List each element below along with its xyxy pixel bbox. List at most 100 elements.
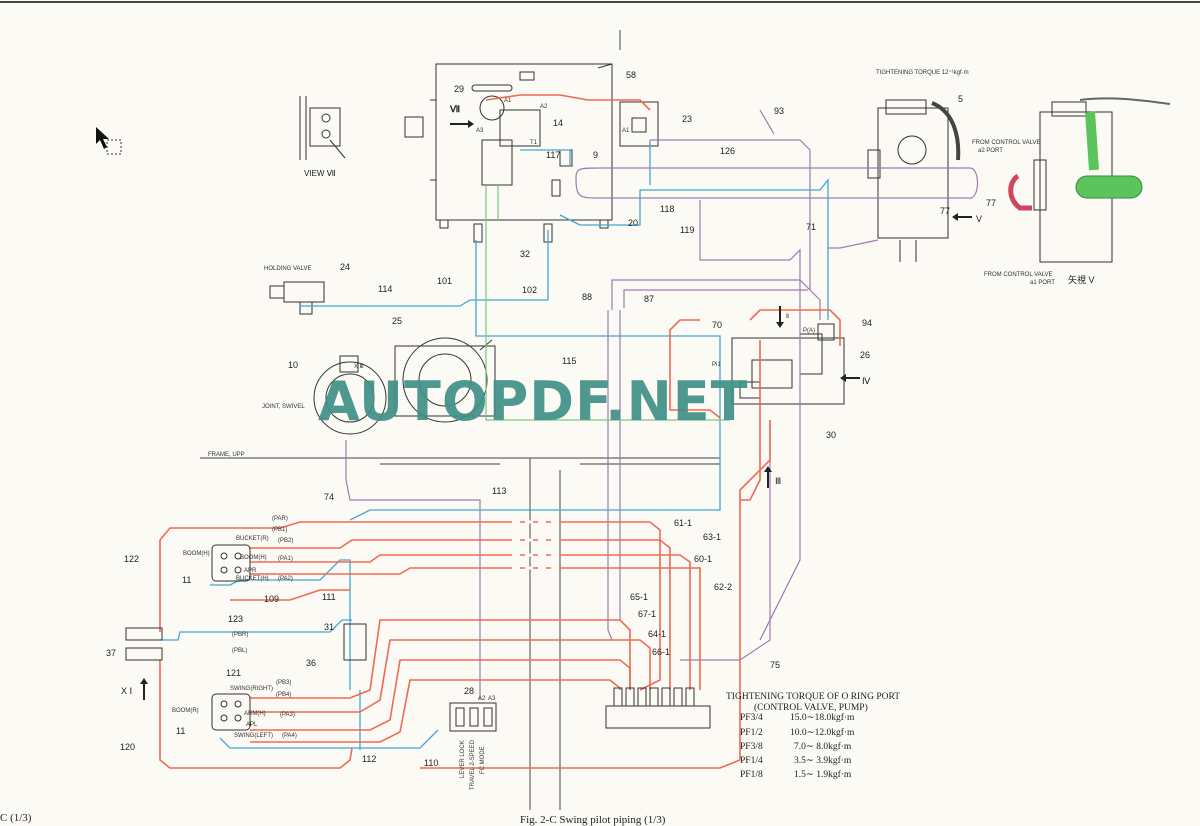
torque-row-4-value: 3.5∼ 3.9kgf·m — [794, 755, 852, 766]
port-a3-28: A3 — [488, 696, 496, 702]
part-126: 126 — [720, 146, 735, 156]
part-63-1: 63-1 — [703, 532, 721, 542]
travel-2speed-label: TRAVEL 2-SPEED — [470, 739, 476, 790]
part-87: 87 — [644, 294, 654, 304]
view-v-label: 矢視 V — [1068, 274, 1095, 285]
fc-mode-label: FC MODE — [480, 746, 486, 774]
torque-row-1-port: PF3/4 — [740, 713, 763, 723]
part-77-a: 77 — [940, 206, 950, 216]
upper-frame-assembly — [404, 63, 613, 243]
part-58: 58 — [626, 70, 636, 80]
control-valve-26 — [731, 323, 845, 405]
part-121: 121 — [226, 668, 241, 678]
from-cv-a1-line1: FROM CONTROL VALVE — [984, 272, 1053, 278]
part-67-1: 67-1 — [638, 609, 656, 619]
part-60-1: 60-1 — [694, 554, 712, 564]
blue-pilot-lines — [160, 140, 829, 750]
joint-swivel-label: JOINT, SWIVEL — [262, 404, 305, 410]
part-26: 26 — [860, 350, 870, 360]
torque-row-3-port: PF3/8 — [740, 742, 763, 752]
part-14: 14 — [553, 118, 563, 128]
xi-marker: X Ⅰ — [121, 686, 132, 696]
part-23: 23 — [682, 114, 692, 124]
part-36: 36 — [306, 658, 316, 668]
view-arrows — [140, 120, 972, 700]
pb3-label: (PB3) — [276, 680, 291, 686]
part-20: 20 — [628, 218, 638, 228]
component-23-block — [619, 101, 659, 147]
valve-block-28 — [449, 702, 497, 732]
pilot-valve-boom-h — [211, 544, 251, 582]
vii-marker: Ⅶ — [449, 104, 460, 114]
part-75: 75 — [770, 660, 780, 670]
part-32: 32 — [520, 249, 530, 259]
pa3-label: (PA3) — [280, 712, 295, 718]
holding-valve — [269, 281, 325, 315]
dashed-crossings — [512, 520, 560, 570]
torque-row-5-value: 1.5∼ 1.9kgf·m — [794, 769, 852, 780]
port-a2-top: A2 — [540, 104, 548, 110]
torque-row-3-value: 7.0∼ 8.0kgf·m — [794, 741, 852, 752]
part-11-a: 11 — [182, 575, 191, 585]
part-102: 102 — [522, 285, 537, 295]
view-vii-label: VIEW Ⅶ — [304, 169, 336, 178]
shuttle-valve-31 — [343, 623, 367, 661]
arm-h-label: ARM(H) — [244, 711, 266, 717]
part-9: 9 — [593, 150, 598, 160]
part-122: 122 — [124, 554, 139, 564]
bucket-h-label: BUCKET(H) — [236, 576, 269, 582]
part-118: 118 — [660, 204, 674, 214]
part-117: 117 — [546, 150, 560, 160]
part-74: 74 — [324, 492, 334, 502]
pb1-label: (PB1) — [272, 527, 287, 533]
part-77-b: 77 — [986, 198, 996, 208]
torque-table-title-2: (CONTROL VALVE, PUMP) — [754, 702, 868, 713]
part-64-1: 64-1 — [648, 629, 666, 639]
torque-row-5-port: PF1/8 — [740, 770, 763, 780]
pressure-switch-manifold — [605, 687, 711, 729]
pbl-label: (PBL) — [232, 648, 247, 654]
part-5: 5 — [958, 94, 963, 104]
part-94: 94 — [862, 318, 872, 328]
pilot-valve-boom-r — [211, 693, 251, 731]
pa-port-label: P(A) — [803, 328, 815, 334]
port-t1: T1 — [530, 140, 538, 146]
part-114: 114 — [378, 284, 392, 294]
swing-left-label: SWING(LEFT) — [234, 733, 273, 739]
bucket-r-label: BUCKET(R) — [236, 536, 269, 542]
v-marker: V — [976, 214, 982, 224]
part-61-1: 61-1 — [674, 518, 692, 528]
pa1-label: (PA1) — [278, 556, 293, 562]
part-10: 10 — [288, 360, 298, 370]
iii-marker: Ⅲ — [775, 476, 781, 486]
view-vii-sketch — [299, 96, 346, 160]
lever-lock-label: LEVER LOCK — [460, 740, 466, 778]
part-25: 25 — [392, 316, 402, 326]
swing-right-label: SWING(RIGHT) — [230, 686, 273, 692]
pa4-label: (PA4) — [282, 733, 297, 739]
torque-row-1-value: 15.0∼18.0kgf·m — [790, 712, 855, 723]
pb4-label: (PB4) — [276, 692, 291, 698]
part-123: 123 — [228, 614, 243, 624]
part-11-b: 11 — [176, 726, 185, 736]
torque-row-4-port: PF1/4 — [740, 756, 763, 766]
from-cv-a2-line1: FROM CONTROL VALVE — [972, 140, 1041, 146]
part-93: 93 — [774, 106, 784, 116]
tightening-torque-top: TIGHTENING TORQUE 12⁺¹kgf·m — [876, 69, 969, 76]
swivel-joint-and-swing-motor — [313, 337, 496, 435]
pi1-port-label: Pi1 — [712, 362, 721, 368]
from-cv-a2-line2: a2 PORT — [978, 148, 1003, 154]
apl-label: APL — [246, 722, 258, 728]
part-65-1: 65-1 — [630, 592, 648, 602]
part-115: 115 — [562, 356, 576, 366]
watermark-text: AUTOPDF.NET — [318, 370, 749, 433]
xiii-marker: X Ⅲ — [354, 364, 364, 370]
page-ref: C (1/3) — [0, 812, 32, 824]
apr-label: APR — [244, 568, 257, 574]
part-28: 28 — [464, 686, 474, 696]
port-a1-top: A1 — [504, 98, 512, 104]
solenoid-valve-37 — [125, 627, 163, 661]
boom-r-label: BOOM(R) — [172, 708, 199, 714]
port-a1-23: A1 — [622, 128, 630, 134]
